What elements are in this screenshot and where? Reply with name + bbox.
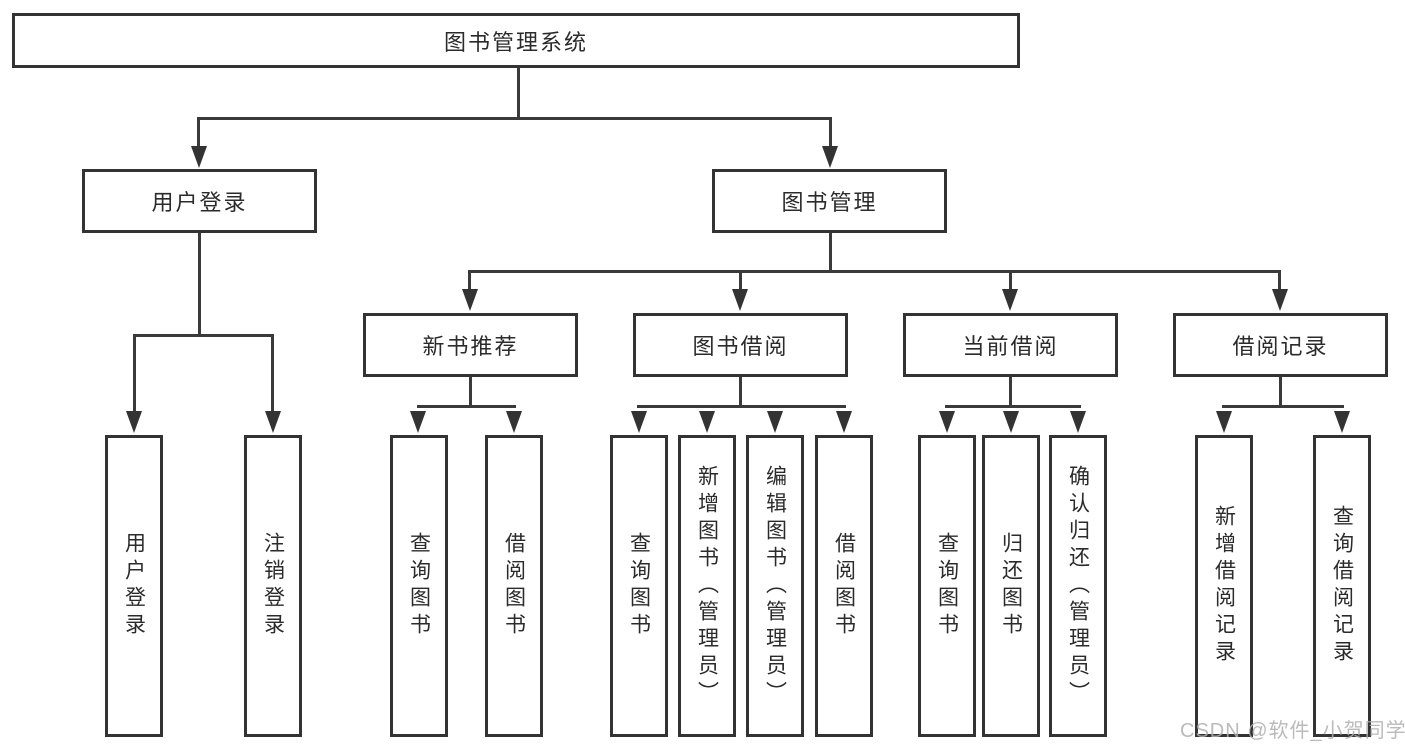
arrow-down-icon: [1216, 411, 1232, 433]
csdn-watermark: CSDN @软件_小贺同学: [1180, 720, 1405, 742]
leaf-borrow-book: 借阅图书: [815, 435, 873, 737]
connector-drop: [133, 334, 136, 414]
node-root-label: 图书管理系统: [443, 29, 588, 55]
connector-drop: [1009, 270, 1012, 292]
connector-current-borrow-stem: [1009, 377, 1012, 408]
connector-drop: [271, 334, 274, 414]
arrow-down-icon: [939, 411, 955, 433]
leaf-add-borrow-record: 新增借阅记录: [1195, 435, 1253, 737]
node-borrow-record-label: 借阅记录: [1232, 334, 1329, 359]
leaf-label: 确认归还（管理员）: [1066, 464, 1090, 708]
node-current-borrow-label: 当前借阅: [962, 334, 1059, 359]
arrow-down-icon: [126, 411, 142, 433]
connector-drop: [468, 270, 471, 292]
connector-drop: [197, 117, 200, 149]
leaf-label: 用户登录: [122, 532, 146, 640]
connector-book-management-splitter: [468, 270, 1281, 273]
leaf-label: 新增图书（管理员）: [695, 464, 719, 708]
node-new-book-recommend: 新书推荐: [363, 313, 578, 377]
arrow-down-icon: [410, 411, 426, 433]
leaf-borrow-book-recommend: 借阅图书: [485, 435, 543, 737]
connector-new-book-splitter: [417, 405, 516, 408]
node-book-management: 图书管理: [712, 169, 947, 233]
leaf-label: 查询图书: [627, 532, 651, 640]
arrow-down-icon: [1272, 289, 1288, 311]
leaf-add-book-admin: 新增图书（管理员）: [678, 435, 736, 737]
node-user-login-label: 用户登录: [151, 190, 248, 215]
connector-drop: [739, 270, 742, 292]
connector-book-borrow-splitter: [637, 405, 846, 408]
leaf-query-borrow-record: 查询借阅记录: [1313, 435, 1371, 737]
connector-book-borrow-stem: [739, 377, 742, 408]
connector-user-login-splitter: [133, 334, 274, 337]
connector-drop: [829, 117, 832, 149]
leaf-user-login: 用户登录: [105, 435, 163, 737]
arrow-down-icon: [1002, 289, 1018, 311]
arrow-down-icon: [462, 289, 478, 311]
leaf-edit-book-admin: 编辑图书（管理员）: [746, 435, 804, 737]
arrow-down-icon: [1070, 411, 1086, 433]
leaf-confirm-return-admin: 确认归还（管理员）: [1049, 435, 1107, 737]
leaf-query-book-borrow: 查询图书: [610, 435, 668, 737]
connector-user-login-stem: [198, 233, 201, 336]
connector-book-management-stem: [829, 233, 832, 273]
arrow-down-icon: [699, 411, 715, 433]
arrow-down-icon: [191, 146, 207, 168]
arrow-down-icon: [822, 146, 838, 168]
leaf-query-current-borrow: 查询图书: [918, 435, 976, 737]
arrow-down-icon: [506, 411, 522, 433]
leaf-label: 新增借阅记录: [1212, 505, 1236, 667]
arrow-down-icon: [631, 411, 647, 433]
connector-borrow-record-stem: [1279, 377, 1282, 408]
node-borrow-record: 借阅记录: [1173, 313, 1388, 377]
arrow-down-icon: [1003, 411, 1019, 433]
leaf-label: 查询图书: [407, 532, 431, 640]
connector-root-splitter: [197, 117, 832, 120]
arrow-down-icon: [732, 289, 748, 311]
node-book-borrow-label: 图书借阅: [692, 334, 789, 359]
leaf-label: 查询图书: [935, 532, 959, 640]
arrow-down-icon: [767, 411, 783, 433]
node-book-borrow: 图书借阅: [633, 313, 848, 377]
leaf-logout: 注销登录: [244, 435, 302, 737]
leaf-label: 借阅图书: [502, 532, 526, 640]
arrow-down-icon: [1334, 411, 1350, 433]
connector-borrow-record-splitter: [1222, 405, 1344, 408]
connector-drop: [1278, 270, 1281, 292]
connector-new-book-stem: [469, 377, 472, 408]
leaf-label: 注销登录: [261, 532, 285, 640]
node-book-management-label: 图书管理: [781, 190, 878, 215]
leaf-label: 查询借阅记录: [1330, 505, 1354, 667]
arrow-down-icon: [265, 411, 281, 433]
node-root-system: 图书管理系统: [12, 13, 1020, 68]
arrow-down-icon: [836, 411, 852, 433]
node-current-borrow: 当前借阅: [903, 313, 1118, 377]
node-new-book-recommend-label: 新书推荐: [422, 334, 519, 359]
connector-current-borrow-splitter: [945, 405, 1081, 408]
node-user-login: 用户登录: [82, 169, 317, 233]
leaf-label: 借阅图书: [832, 532, 856, 640]
leaf-query-book-recommend: 查询图书: [390, 435, 448, 737]
connector-root-stem: [517, 68, 520, 120]
leaf-label: 编辑图书（管理员）: [763, 464, 787, 708]
leaf-return-book: 归还图书: [982, 435, 1040, 737]
leaf-label: 归还图书: [999, 532, 1023, 640]
